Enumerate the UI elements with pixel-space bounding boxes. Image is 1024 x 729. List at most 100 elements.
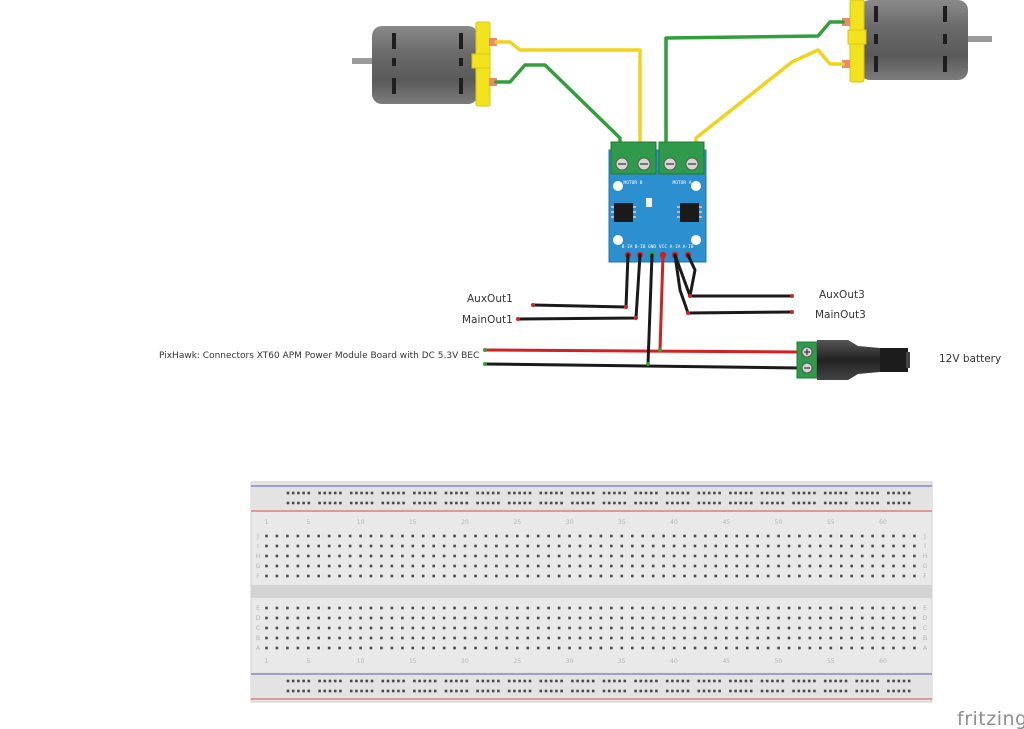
breadboard-hole [297, 689, 300, 693]
breadboard-hole [655, 501, 658, 505]
breadboard-hole [560, 491, 563, 495]
breadboard-hole [798, 606, 801, 610]
breadboard-hole [528, 689, 532, 693]
breadboard-hole [327, 616, 331, 620]
breadboard-hole [275, 636, 279, 640]
breadboard-hole [792, 689, 795, 693]
breadboard-hole [297, 501, 300, 505]
breadboard-hole [850, 626, 853, 630]
breadboard-hole [428, 491, 432, 495]
breadboard-hole [683, 554, 686, 558]
breadboard-hole [902, 626, 906, 630]
breadboard-hole [453, 534, 456, 538]
breadboard-hole [913, 564, 916, 568]
breadboard-hole [844, 501, 848, 505]
breadboard-hole [829, 689, 832, 693]
breadboard-hole [725, 544, 728, 548]
breadboard-hole [539, 679, 543, 683]
breadboard-hole [589, 626, 592, 630]
breadboard-hole [651, 636, 655, 640]
row-letter: C [256, 625, 260, 632]
breadboard-hole [839, 501, 843, 505]
breadboard-hole [578, 534, 582, 538]
breadboard-hole [302, 501, 305, 505]
breadboard-hole [704, 646, 707, 650]
battery-label: 12V battery [939, 353, 1001, 365]
breadboard-hole [819, 626, 822, 630]
breadboard-hole [749, 689, 753, 693]
breadboard-hole [536, 606, 540, 610]
mounting-hole [691, 235, 701, 245]
breadboard-hole [442, 646, 446, 650]
breadboard-hole [463, 564, 467, 568]
breadboard-hole [365, 689, 369, 693]
breadboard-hole [339, 491, 342, 495]
breadboard-hole [829, 534, 833, 538]
column-number: 40 [670, 519, 678, 526]
breadboard-hole [286, 616, 289, 620]
breadboard-hole [798, 574, 801, 578]
breadboard-hole [560, 679, 563, 683]
breadboard-hole [581, 501, 585, 505]
breadboard-hole [465, 501, 469, 505]
breadboard-hole [265, 544, 268, 548]
breadboard-hole [265, 646, 268, 650]
breadboard-hole [291, 501, 295, 505]
breadboard-hole [423, 491, 427, 495]
breadboard-hole [871, 679, 874, 683]
breadboard-hole [718, 491, 721, 495]
breadboard-hole [591, 501, 595, 505]
breadboard-hole [729, 679, 732, 683]
breadboard-hole [381, 501, 385, 505]
breadboard-hole [850, 616, 853, 620]
breadboard-hole [442, 574, 446, 578]
breadboard-hole [876, 491, 879, 495]
breadboard-hole [333, 491, 337, 495]
breadboard-hole [610, 636, 613, 640]
breadboard-hole [902, 636, 906, 640]
breadboard-hole [610, 606, 613, 610]
breadboard-hole [902, 564, 906, 568]
column-number: 35 [618, 658, 626, 665]
breadboard-hole [808, 554, 812, 558]
breadboard-hole [777, 564, 780, 568]
breadboard-hole [507, 491, 511, 495]
breadboard-hole [576, 501, 579, 505]
breadboard-hole [776, 689, 779, 693]
breadboard-hole [771, 689, 774, 693]
row-letter: H [256, 553, 261, 560]
breadboard-hole [557, 626, 561, 630]
breadboard-hole [526, 574, 530, 578]
breadboard-hole [423, 679, 427, 683]
breadboard-hole [265, 564, 268, 568]
breadboard-hole [871, 501, 874, 505]
breadboard-hole [518, 491, 521, 495]
breadboard-hole [307, 646, 310, 650]
breadboard-hole [599, 636, 603, 640]
breadboard-hole [481, 689, 485, 693]
row-letter: A [256, 645, 261, 652]
breadboard-hole [421, 646, 425, 650]
breadboard-hole [639, 501, 643, 505]
breadboard-hole [839, 689, 843, 693]
breadboard-hole [516, 534, 519, 538]
breadboard-hole [481, 679, 485, 683]
breadboard-hole [749, 679, 753, 683]
breadboard-hole [693, 564, 697, 568]
breadboard-hole [765, 689, 769, 693]
breadboard-hole [449, 501, 453, 505]
breadboard-hole [697, 689, 701, 693]
breadboard-hole [390, 554, 394, 558]
breadboard-hole [813, 501, 816, 505]
breadboard-hole [401, 574, 404, 578]
breadboard-hole [291, 679, 295, 683]
breadboard-hole [613, 491, 616, 495]
green-wire-right [664, 20, 845, 148]
breadboard-hole [338, 626, 341, 630]
breadboard-hole [528, 491, 532, 495]
breadboard-hole [718, 679, 721, 683]
breadboard-hole [892, 491, 895, 495]
breadboard-hole [676, 679, 679, 683]
breadboard-hole [672, 564, 676, 568]
